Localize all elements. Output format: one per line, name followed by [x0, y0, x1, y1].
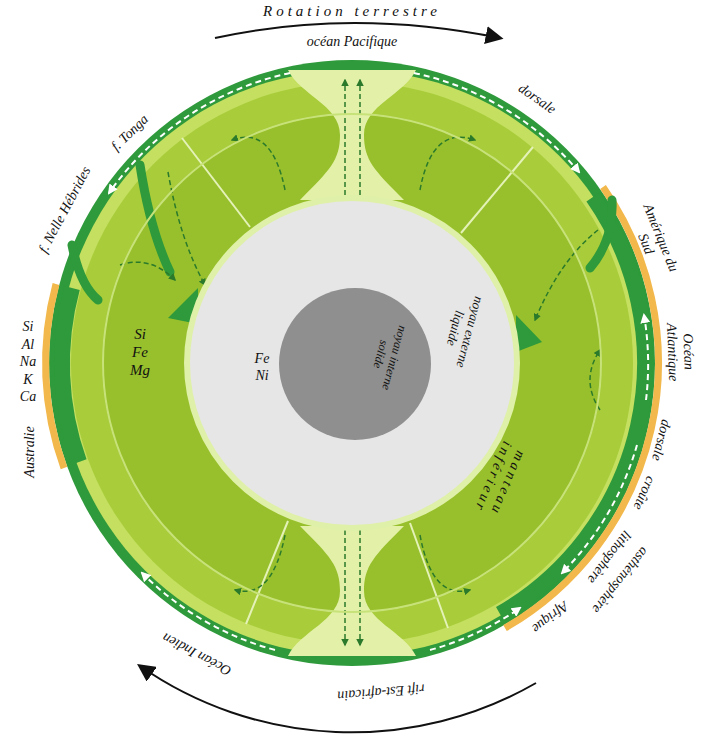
region-label: dorsale	[515, 81, 559, 118]
boundary-line	[182, 138, 533, 628]
region-label: croûte	[630, 474, 659, 513]
region-label: f. Tonga	[108, 111, 152, 154]
lithosphere-layer	[49, 60, 655, 666]
region-label: Amérique du Sud	[624, 199, 683, 283]
earth-layer: Fe Ninoyau externe liquidenoyau interne …	[184, 195, 520, 531]
mantle-plume	[288, 526, 416, 656]
earth-layer: Si Fe Mgmanteau inférieurFe Ninoyau exte…	[102, 113, 602, 613]
region-label: dorsale	[648, 418, 674, 463]
region-label: océan Pacifique	[307, 34, 398, 50]
region-label: Australie	[22, 426, 38, 477]
region-label: rift Est-africain	[334, 680, 427, 704]
continental-lithosphere	[500, 197, 645, 614]
slab-blob	[516, 315, 542, 352]
layer-label: Fe Ni	[249, 351, 275, 385]
plate-motion-arrow	[109, 73, 648, 650]
mantle-plume	[288, 70, 416, 200]
continental-lithosphere	[62, 288, 79, 462]
region-label: Océan Atlantique	[663, 322, 697, 381]
region-label: Océan Indien	[160, 629, 234, 679]
layer-outline	[279, 288, 431, 440]
convection-arrow	[120, 80, 600, 645]
layer-label: Si Fe Mg	[126, 325, 154, 379]
rotation-arrow	[140, 666, 536, 732]
earth-layer: noyau interne solide	[279, 288, 431, 440]
asthenosphere-layer	[59, 70, 645, 656]
region-label: Si Al Na K Ca	[15, 318, 41, 406]
region-label: Afrique	[529, 597, 572, 636]
region-label: f. Nelle Hébrides	[36, 165, 95, 257]
region-label: Rotation terrestre	[263, 3, 441, 20]
